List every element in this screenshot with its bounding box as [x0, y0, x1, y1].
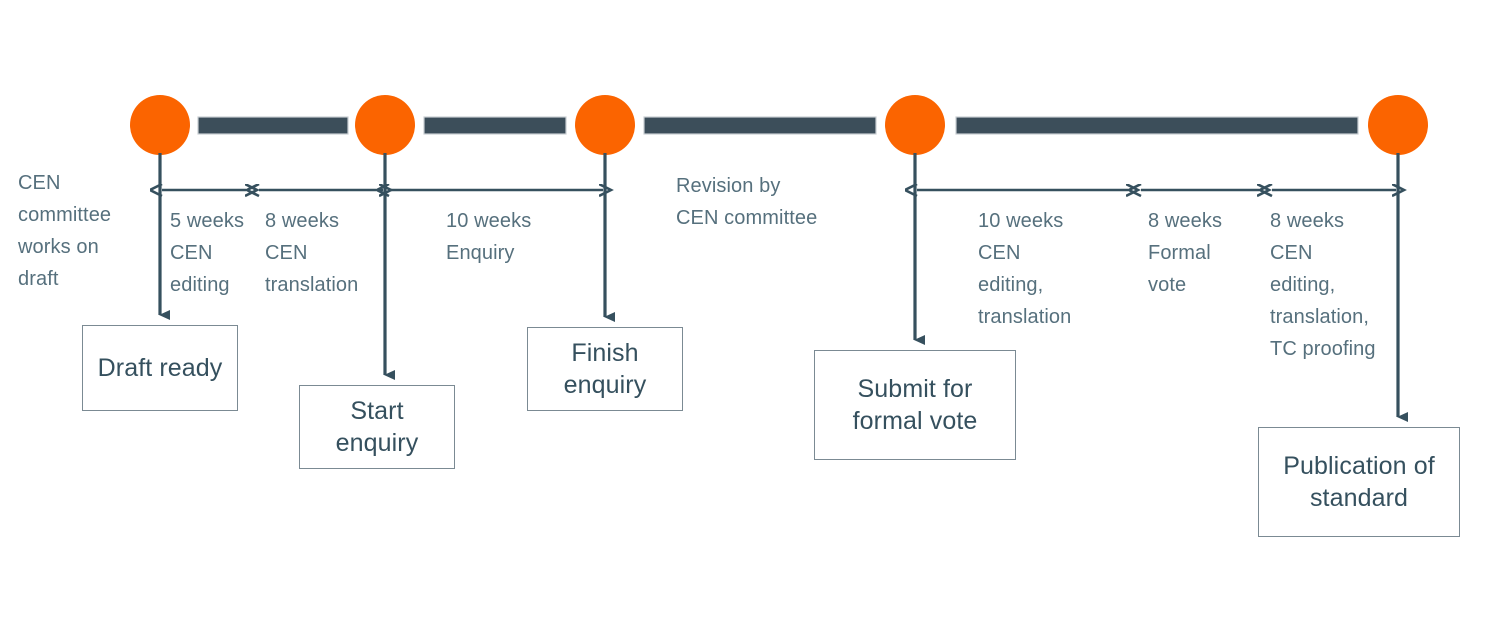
- connector-bar-1: [197, 116, 349, 135]
- finish-enquiry-box-label: Finish enquiry: [563, 339, 647, 399]
- cen-editing-duration: 5 weeks: [170, 210, 245, 232]
- start-enquiry-milestone[interactable]: [355, 95, 415, 155]
- cen-editing-translation-duration: 10 weeks: [978, 210, 1064, 232]
- submit-formal-vote-box-label: Submit for formal vote: [852, 375, 978, 435]
- cen-editing-translation-proofing-activity: CEN editing, translation, TC proofing: [1270, 242, 1376, 360]
- finish-enquiry-box[interactable]: Finish enquiry: [527, 327, 683, 411]
- formal-vote-activity: Formal vote: [1148, 242, 1211, 296]
- draft-ready-box[interactable]: Draft ready: [82, 325, 238, 411]
- cen-translation-activity: CEN translation: [265, 242, 359, 296]
- publication-box[interactable]: Publication of standard: [1258, 427, 1460, 537]
- submit-formal-vote-box[interactable]: Submit for formal vote: [814, 350, 1016, 460]
- draft-ready-box-label: Draft ready: [97, 354, 223, 382]
- cen-committee-draft-note: CEN committee works on draft: [18, 172, 112, 290]
- publication-milestone[interactable]: [1368, 95, 1428, 155]
- connector-bar-4: [955, 116, 1359, 135]
- cen-editing-translation-activity: CEN editing, translation: [978, 242, 1072, 328]
- connector-bar-2: [423, 116, 567, 135]
- start-enquiry-box[interactable]: Start enquiry: [299, 385, 455, 469]
- milestone-circles: [130, 95, 1428, 155]
- cen-editing-activity: CEN editing: [170, 242, 230, 296]
- finish-enquiry-milestone[interactable]: [575, 95, 635, 155]
- timeline-connectors: [197, 116, 1359, 135]
- cen-translation-duration: 8 weeks: [265, 210, 340, 232]
- publication-box-label: Publication of standard: [1283, 452, 1435, 512]
- enquiry-activity: Enquiry: [446, 242, 515, 264]
- cen-editing-translation-proofing-duration: 8 weeks: [1270, 210, 1345, 232]
- draft-ready-milestone[interactable]: [130, 95, 190, 155]
- revision-note: Revision by CEN committee: [676, 175, 818, 229]
- connector-bar-3: [643, 116, 877, 135]
- start-enquiry-box-label: Start enquiry: [335, 397, 419, 457]
- formal-vote-duration: 8 weeks: [1148, 210, 1223, 232]
- submit-formal-vote-milestone[interactable]: [885, 95, 945, 155]
- enquiry-duration: 10 weeks: [446, 210, 532, 232]
